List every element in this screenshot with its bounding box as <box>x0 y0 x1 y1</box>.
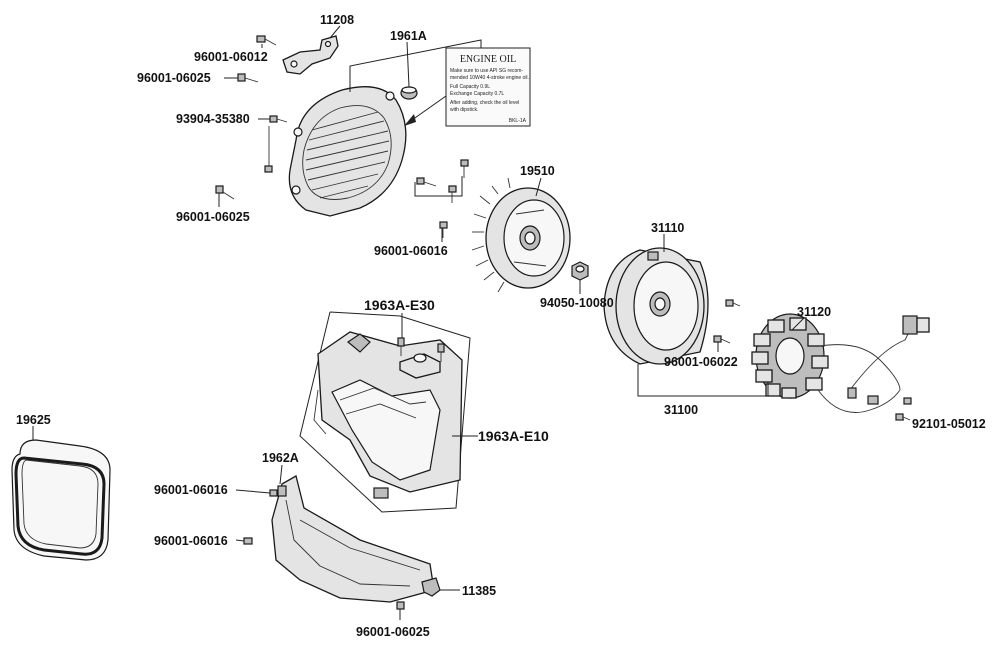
label-31110: 31110 <box>651 221 684 235</box>
label-1961A: 1961A <box>390 29 427 43</box>
oil-label-line-3: Full Capacity 0.9L <box>450 84 490 90</box>
oil-label-line-1: Make sure to use API SG recom- <box>450 68 523 74</box>
screw-96001-06016-lower-a <box>269 489 278 497</box>
leader-lines <box>32 25 904 620</box>
oil-label-arrow <box>404 95 447 126</box>
screw-96001-06012 <box>256 35 277 46</box>
label-94050-10080: 94050-10080 <box>540 296 614 310</box>
oil-label-title: ENGINE OIL <box>460 54 516 65</box>
cover-group-leader <box>349 39 482 92</box>
label-19510: 19510 <box>520 164 555 178</box>
label-11385: 11385 <box>462 584 496 598</box>
screw-93904-35380 <box>264 115 288 173</box>
label-31100: 31100 <box>664 403 698 417</box>
label-96001-06025-top: 96001-06025 <box>137 71 211 85</box>
label-96001-06012: 96001-06012 <box>194 50 268 64</box>
label-1962A: 1962A <box>262 451 299 465</box>
screw-96001-06025-top <box>237 73 259 83</box>
fan-cover-grille <box>305 111 390 199</box>
part-labels: 11208 96001-06012 1961A 96001-06025 9390… <box>16 13 986 639</box>
oil-label-line-6: with dipstick. <box>450 107 478 113</box>
screw-96001-06016-lower-b <box>243 537 253 545</box>
label-96001-06016-lower-a: 96001-06016 <box>154 483 228 497</box>
label-93904-35380: 93904-35380 <box>176 112 250 126</box>
screw-96001-06022 <box>713 299 741 344</box>
rubber-cap-1961A <box>400 86 418 100</box>
bracket-11208 <box>282 35 339 75</box>
clip-11385 <box>421 577 441 597</box>
fan-blades <box>471 177 511 293</box>
stator-31120 <box>751 313 930 413</box>
label-92101-05012: 92101-05012 <box>912 417 986 431</box>
flywheel-31110 <box>603 247 709 365</box>
label-11208: 11208 <box>320 13 354 27</box>
damper-1963A-E30 <box>346 333 445 379</box>
label-96001-06016-lower-b: 96001-06016 <box>154 534 228 548</box>
label-96001-06025-mid: 96001-06025 <box>176 210 250 224</box>
shroud-1963A-E10 <box>313 331 463 499</box>
fan-cover <box>288 86 407 217</box>
oil-label-line-5: After adding, check the oil level <box>450 100 519 106</box>
oil-label-line-4: Exchange Capacity 0.7L <box>450 91 504 97</box>
label-1963A-E30: 1963A-E30 <box>364 297 435 313</box>
cooling-fan-19510 <box>471 177 571 293</box>
label-1963A-E10: 1963A-E10 <box>478 428 549 444</box>
lower-guard-1962A <box>271 475 435 603</box>
screw-92101-05012 <box>895 397 912 421</box>
shroud-assembly-frame <box>299 311 471 513</box>
screw-96001-06016-fan <box>414 159 469 238</box>
label-19625: 19625 <box>16 413 51 427</box>
oil-label-line-2: mended 10W40 4-stroke engine oil. <box>450 75 529 81</box>
oil-label-code: BKL-1A <box>509 118 527 124</box>
oil-label-sticker: ENGINE OIL Make sure to use API SG recom… <box>445 47 531 127</box>
label-31120: 31120 <box>797 305 831 319</box>
label-96001-06022: 96001-06022 <box>664 355 738 369</box>
label-96001-06016-fan: 96001-06016 <box>374 244 448 258</box>
leader-31100 <box>637 364 769 397</box>
label-96001-06025-lower: 96001-06025 <box>356 625 430 639</box>
stator-coils <box>751 317 829 399</box>
gasket-19625 <box>11 439 111 561</box>
screw-96001-06025-lower <box>396 601 405 610</box>
nut-94050-10080 <box>571 261 589 281</box>
